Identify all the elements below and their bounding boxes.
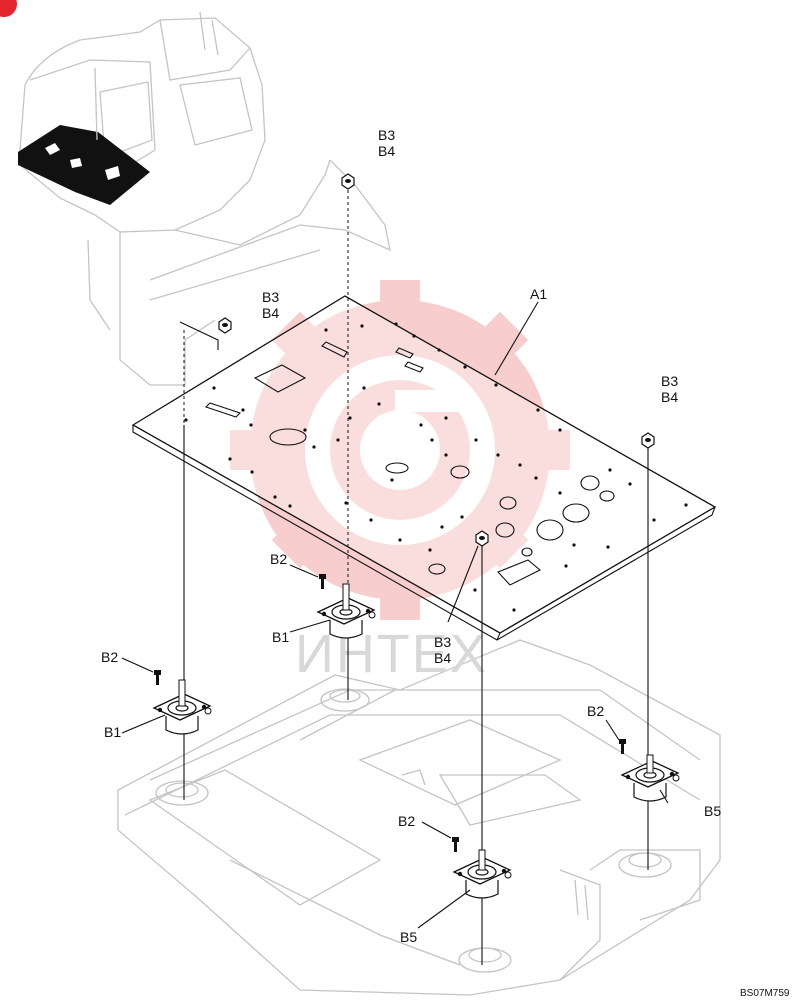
label-b1-b: B1 (272, 629, 289, 645)
label-b3-left: B3 (262, 289, 279, 305)
bolt-a (154, 670, 161, 685)
nut-top (341, 173, 355, 190)
label-b4-center: B4 (434, 650, 451, 666)
excavator-cab-ghost (18, 11, 391, 386)
nut-left (218, 317, 232, 334)
label-b3-top: B3 (378, 127, 395, 143)
floor-plate (131, 295, 717, 641)
watermark-text: ИНТЕХ (295, 624, 488, 684)
bolt-b (319, 574, 326, 589)
corner-badge-icon (0, 0, 17, 17)
label-b3-right: B3 (661, 373, 678, 389)
label-b2-b: B2 (270, 551, 287, 567)
bolt-c (619, 739, 626, 754)
label-b2-c: B2 (587, 703, 604, 719)
nut-center (475, 530, 489, 547)
label-b2-a: B2 (101, 649, 118, 665)
label-b5-d: B5 (400, 929, 417, 945)
leader-lines (121, 301, 669, 929)
bolt-d (452, 837, 459, 852)
undercarriage-frame-ghost (117, 639, 721, 996)
label-b4-top: B4 (378, 143, 395, 159)
mount-b5-right (620, 754, 680, 802)
label-b1-a: B1 (104, 724, 121, 740)
label-b3-center: B3 (434, 634, 451, 650)
cab-floor-highlight (18, 125, 150, 205)
label-b4-left: B4 (262, 305, 279, 321)
drawing-code: BS07M759 (740, 988, 790, 999)
mount-b5-bottom (452, 849, 512, 899)
mount-b1-center (316, 583, 376, 639)
label-b5-c: B5 (704, 803, 721, 819)
label-a1: A1 (530, 286, 547, 302)
label-b2-d: B2 (398, 813, 415, 829)
mount-b1-left (152, 679, 212, 735)
label-b4-right: B4 (661, 389, 678, 405)
nut-right (641, 432, 655, 449)
